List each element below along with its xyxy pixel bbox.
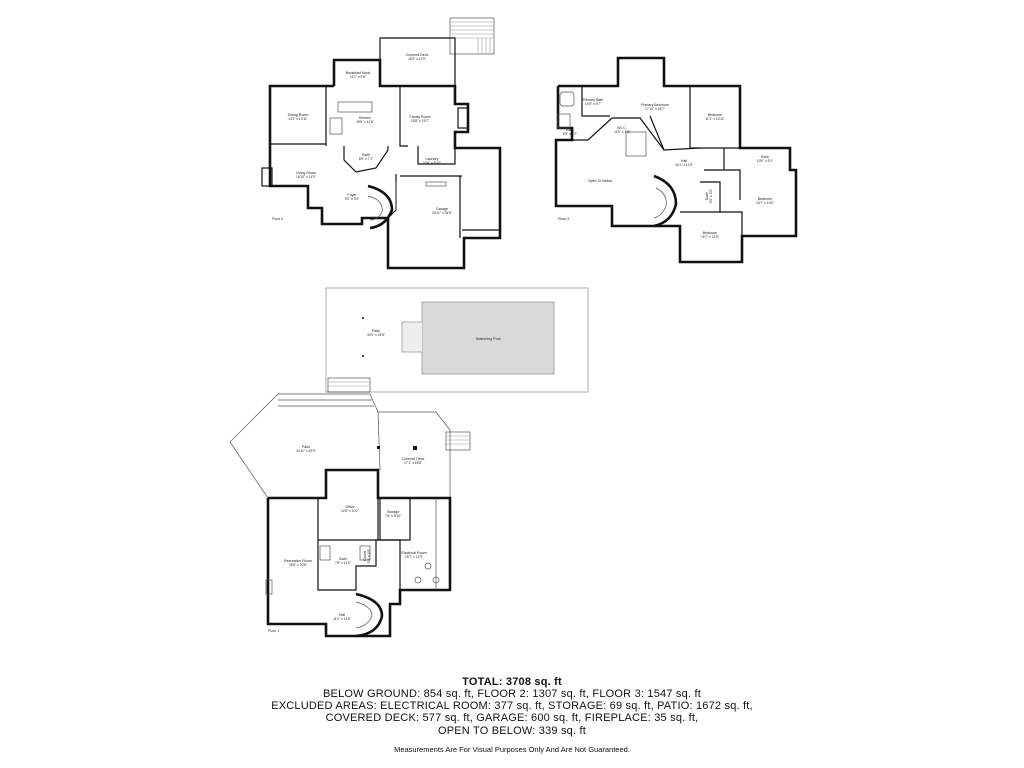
area-line-4: OPEN TO BELOW: 339 sq. ft [437,724,587,737]
floor3-hall-name: Hall [681,159,687,163]
exterior-patio-dims: 43'0" x 24'8" [367,333,386,337]
area-line-1: BELOW GROUND: 854 sq. ft, FLOOR 2: 1307 … [323,688,701,700]
floor3-wic-name: W.I.C. [617,126,627,130]
exterior-pool-name: Swimming Pool [476,337,501,341]
floor2-dining-room-name: Dining Room [288,113,309,117]
floor3-wic-dims: 11'6" x 7'8" [614,130,631,134]
floor2-kitchen-name: Kitchen [359,116,371,120]
floor-1-plan: Patio 44'11" x 20'9" Covered Deck 17'1" … [229,377,471,638]
floor2-foyer-name: Foyer [347,193,357,197]
floor2-covered-deck-dims: 16'3" x 11'9" [408,57,427,61]
floor1-recreation-room-name: Recreation Room [284,559,312,563]
floor3-primary-bedroom-dims: 17'10" x 15'7" [645,107,666,111]
floor3-bath-1-name: Bath [566,128,573,132]
floor1-closet-name: Closet [363,551,367,561]
floor3-bath-2-name: Bath [761,155,768,159]
floor3-bedroom-3-name: Bedroom [703,231,718,235]
floor3-bath-1-dims: 5'5" x 6'2" [563,132,578,136]
floor1-closet-dims: 5'9" x 4'0" [367,548,371,563]
floor2-label: Floor 2 [272,217,283,221]
floor3-bath-3-label-group: Bath 9'9" x 5'5" [705,188,713,203]
floor3-primary-bath-name: Primary Bath [583,98,604,102]
floor1-bath-name: Bath [339,557,346,561]
floor2-dining-room-dims: 13'2" x 14'11" [288,117,308,121]
floor1-electrical-room-name: Electrical Room [401,551,426,555]
floor1-patio-name: Patio [302,445,310,449]
exterior-stairs [449,17,495,55]
floor3-label: Floor 3 [558,217,569,221]
floor2-bath-name: Bath [362,153,369,157]
floor1-covered-deck-name: Covered Deck [402,457,425,461]
floor2-family-room-dims: 15'8" x 15'7" [411,119,430,123]
floor1-covered-deck-dims: 17'1" x 18'8" [404,461,423,465]
floor3-hall-dims: 34'1" x 11'9" [675,163,694,167]
floor2-covered-deck-name: Covered Deck [406,53,429,57]
floor1-recreation-room-dims: 18'5" x 20'8" [289,563,308,567]
floor2-laundry-dims: 10'4" x 5'10" [423,161,442,165]
floor3-bedroom-3-dims: 15'7" x 12'0" [701,235,720,239]
floor1-hall-dims: 11'2" x 11'8" [333,617,351,621]
floor2-breakfast-nook-dims: 11'1" x 9'6" [350,75,367,79]
floor1-bath-dims: 7'8" x 11'0" [335,561,352,565]
floor1-storage-dims: 7'6" x 9'10" [385,514,402,518]
floor3-primary-bath-dims: 14'9" x 9'7" [585,102,602,106]
floor2-family-room-name: Family Room [409,115,430,119]
disclaimer: Measurements Are For Visual Purposes Onl… [394,744,630,754]
floor2-garage-name: Garage [436,207,448,211]
floor2-living-room-name: Living Room [296,171,316,175]
floor2-foyer-dims: 9'2" x 9'0" [345,197,360,201]
floor1-storage-name: Storage [387,510,400,514]
floor3-bedroom-1-dims: 11'1" x 13'11" [705,117,725,121]
floor1-closet-label-group: Closet 5'9" x 4'0" [363,548,371,563]
floor1-hall-name: Hall [339,613,345,617]
floor1-office-name: Office [345,505,354,509]
floor3-bath-2-dims: 10'0" x 5'1" [757,159,774,163]
area-line-3: COVERED DECK: 577 sq. ft, GARAGE: 600 sq… [325,712,699,725]
floor-3-plan: Primary Bath 14'9" x 9'7" Primary Bedroo… [554,56,798,264]
floor2-kitchen-dims: 19'8" x 11'6" [356,120,375,124]
floor2-breakfast-nook-name: Breakfast Nook [346,71,371,75]
floor3-bedroom-1-name: Bedroom [708,113,723,117]
floor2-laundry-name: Laundry [426,157,439,161]
floor-plans: .w { fill:none; stroke:#111; stroke-widt… [229,17,798,638]
floor-2-plan: Covered Deck 16'3" x 11'9" Breakfast Noo… [261,17,502,270]
floor3-bath-3-name: Bath [705,192,709,199]
floor3-bedroom-2-name: Bedroom [758,197,773,201]
floor1-office-dims: 12'8" x 10'2" [341,509,360,513]
floor3-bedroom-2-dims: 13'7" x 13'0" [756,201,775,205]
floor2-bath-dims: 5'5" x 7'1" [359,157,374,161]
exterior-patio-name: Patio [372,329,380,333]
floor3-bath-3-dims: 9'9" x 5'5" [709,188,713,203]
floor1-patio-dims: 44'11" x 20'9" [296,449,316,453]
area-line-2: EXCLUDED AREAS: ELECTRICAL ROOM: 377 sq.… [271,700,753,713]
floor2-living-room-dims: 16'10" x 14'0" [296,175,317,179]
floor3-primary-bedroom-name: Primary Bedroom [641,103,669,107]
floor1-electrical-room-dims: 18'7" x 21'9" [405,555,424,559]
area-summary: TOTAL: 3708 sq. ft BELOW GROUND: 854 sq.… [0,676,1024,754]
total-area: TOTAL: 3708 sq. ft [462,676,562,688]
floor3-open-to-below-name: Open To Below [588,179,613,183]
exterior-plan: Patio 43'0" x 24'8" Swimming Pool [325,287,589,393]
floor1-label: Floor 1 [268,629,279,633]
floor2-garage-dims: 26'11" x 26'8" [432,211,452,215]
